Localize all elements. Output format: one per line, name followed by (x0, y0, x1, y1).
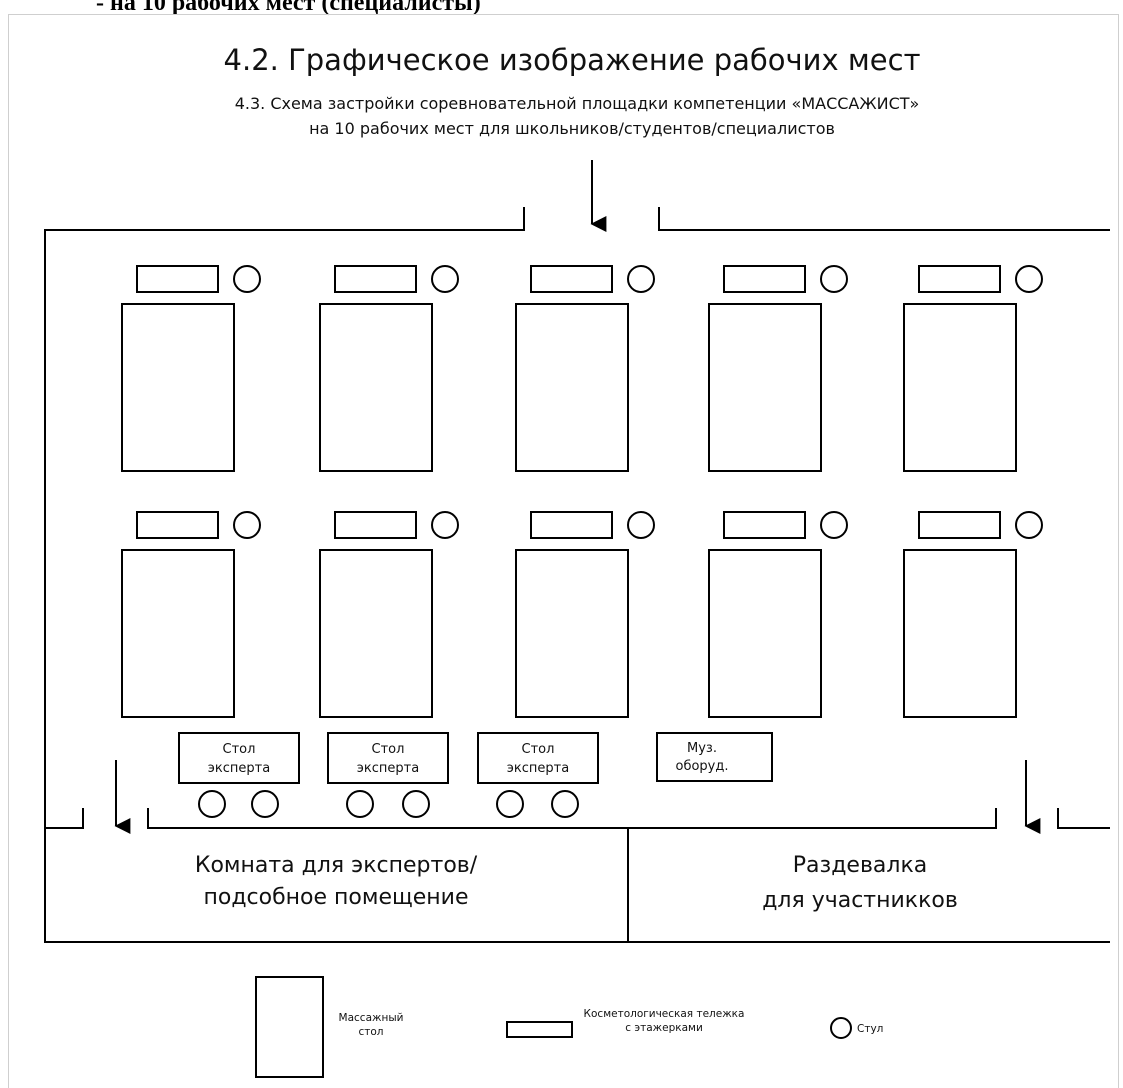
chair (346, 790, 374, 818)
expert-table: Стол эксперта (327, 732, 449, 784)
music-equipment-label-line1: Муз. (687, 741, 717, 756)
outer-walls (44, 207, 1110, 943)
cosmetology-trolley (918, 511, 1001, 539)
cosmetology-trolley (918, 265, 1001, 293)
music-equipment-label-line2: оборуд. (676, 759, 729, 774)
chair (627, 511, 655, 539)
expert-table-label-line1: Стол (522, 742, 555, 757)
legend-trolley-label-line1: Косметологическая тележка (584, 1008, 745, 1020)
expert-table-rect (477, 732, 599, 784)
expert-table-label-line2: эксперта (208, 761, 270, 776)
cosmetology-trolley (334, 265, 417, 293)
expert-table-label-line2: эксперта (357, 761, 419, 776)
workstation (319, 265, 459, 472)
expert-table-label-line1: Стол (223, 742, 256, 757)
massage-table (903, 303, 1017, 472)
chair (627, 265, 655, 293)
chair (233, 265, 261, 293)
legend-chair-label: Стул (857, 1023, 883, 1035)
workstation (121, 265, 261, 472)
workstation (515, 511, 655, 718)
locker-room-label-line1: Раздевалка (793, 853, 927, 878)
chair (820, 265, 848, 293)
massage-table (515, 549, 629, 718)
massage-table (708, 303, 822, 472)
workstation (708, 265, 848, 472)
expert-table: Стол эксперта (178, 732, 300, 784)
workstation (121, 511, 261, 718)
legend-chair-icon (830, 1017, 852, 1039)
legend-massage-table-label-line2: стол (358, 1026, 383, 1038)
cosmetology-trolley (530, 265, 613, 293)
chair (820, 511, 848, 539)
chair (233, 511, 261, 539)
legend: Массажный стол Косметологическая тележка… (255, 976, 883, 1078)
legend-massage-table-icon (255, 976, 324, 1078)
music-equipment: Муз. оборуд. (656, 732, 773, 782)
chair (198, 790, 226, 818)
workstations (121, 265, 1043, 718)
massage-table (319, 303, 433, 472)
legend-trolley-icon (506, 1021, 573, 1038)
chair (431, 265, 459, 293)
locker-room-label-line2: для участникков (762, 888, 958, 913)
expert-table-rect (327, 732, 449, 784)
workstation (903, 265, 1043, 472)
chair (431, 511, 459, 539)
page-heading: - на 10 рабочих мест (специалисты) (96, 0, 481, 16)
chair (1015, 265, 1043, 293)
cosmetology-trolley (723, 265, 806, 293)
massage-table (903, 549, 1017, 718)
expert-table: Стол эксперта (477, 732, 599, 784)
workstation (708, 511, 848, 718)
chair (1015, 511, 1043, 539)
expert-chairs (198, 790, 579, 818)
experts-room-label-line2: подсобное помещение (204, 885, 469, 910)
cosmetology-trolley (723, 511, 806, 539)
massage-table (319, 549, 433, 718)
chair (402, 790, 430, 818)
experts-room-label-line1: Комната для экспертов/ (195, 853, 478, 878)
cosmetology-trolley (530, 511, 613, 539)
legend-trolley-label-line2: с этажерками (625, 1022, 703, 1034)
expert-table-label-line1: Стол (372, 742, 405, 757)
cosmetology-trolley (136, 511, 219, 539)
chair (251, 790, 279, 818)
workstation (903, 511, 1043, 718)
cosmetology-trolley (334, 511, 417, 539)
massage-table (708, 549, 822, 718)
expert-table-label-line2: эксперта (507, 761, 569, 776)
diagram-subtitle-line1: 4.3. Схема застройки соревновательной пл… (235, 94, 920, 113)
music-equipment-rect (656, 732, 773, 782)
diagram-title: 4.2. Графическое изображение рабочих мес… (224, 43, 921, 77)
figure-frame (8, 14, 1119, 1088)
massage-table (515, 303, 629, 472)
massage-table (121, 549, 235, 718)
cosmetology-trolley (136, 265, 219, 293)
chair (496, 790, 524, 818)
massage-table (121, 303, 235, 472)
expert-table-rect (178, 732, 300, 784)
legend-massage-table-label-line1: Массажный (339, 1012, 404, 1024)
diagram-subtitle-line2: на 10 рабочих мест для школьников/студен… (309, 119, 835, 138)
chair (551, 790, 579, 818)
workstation (515, 265, 655, 472)
workstation (319, 511, 459, 718)
